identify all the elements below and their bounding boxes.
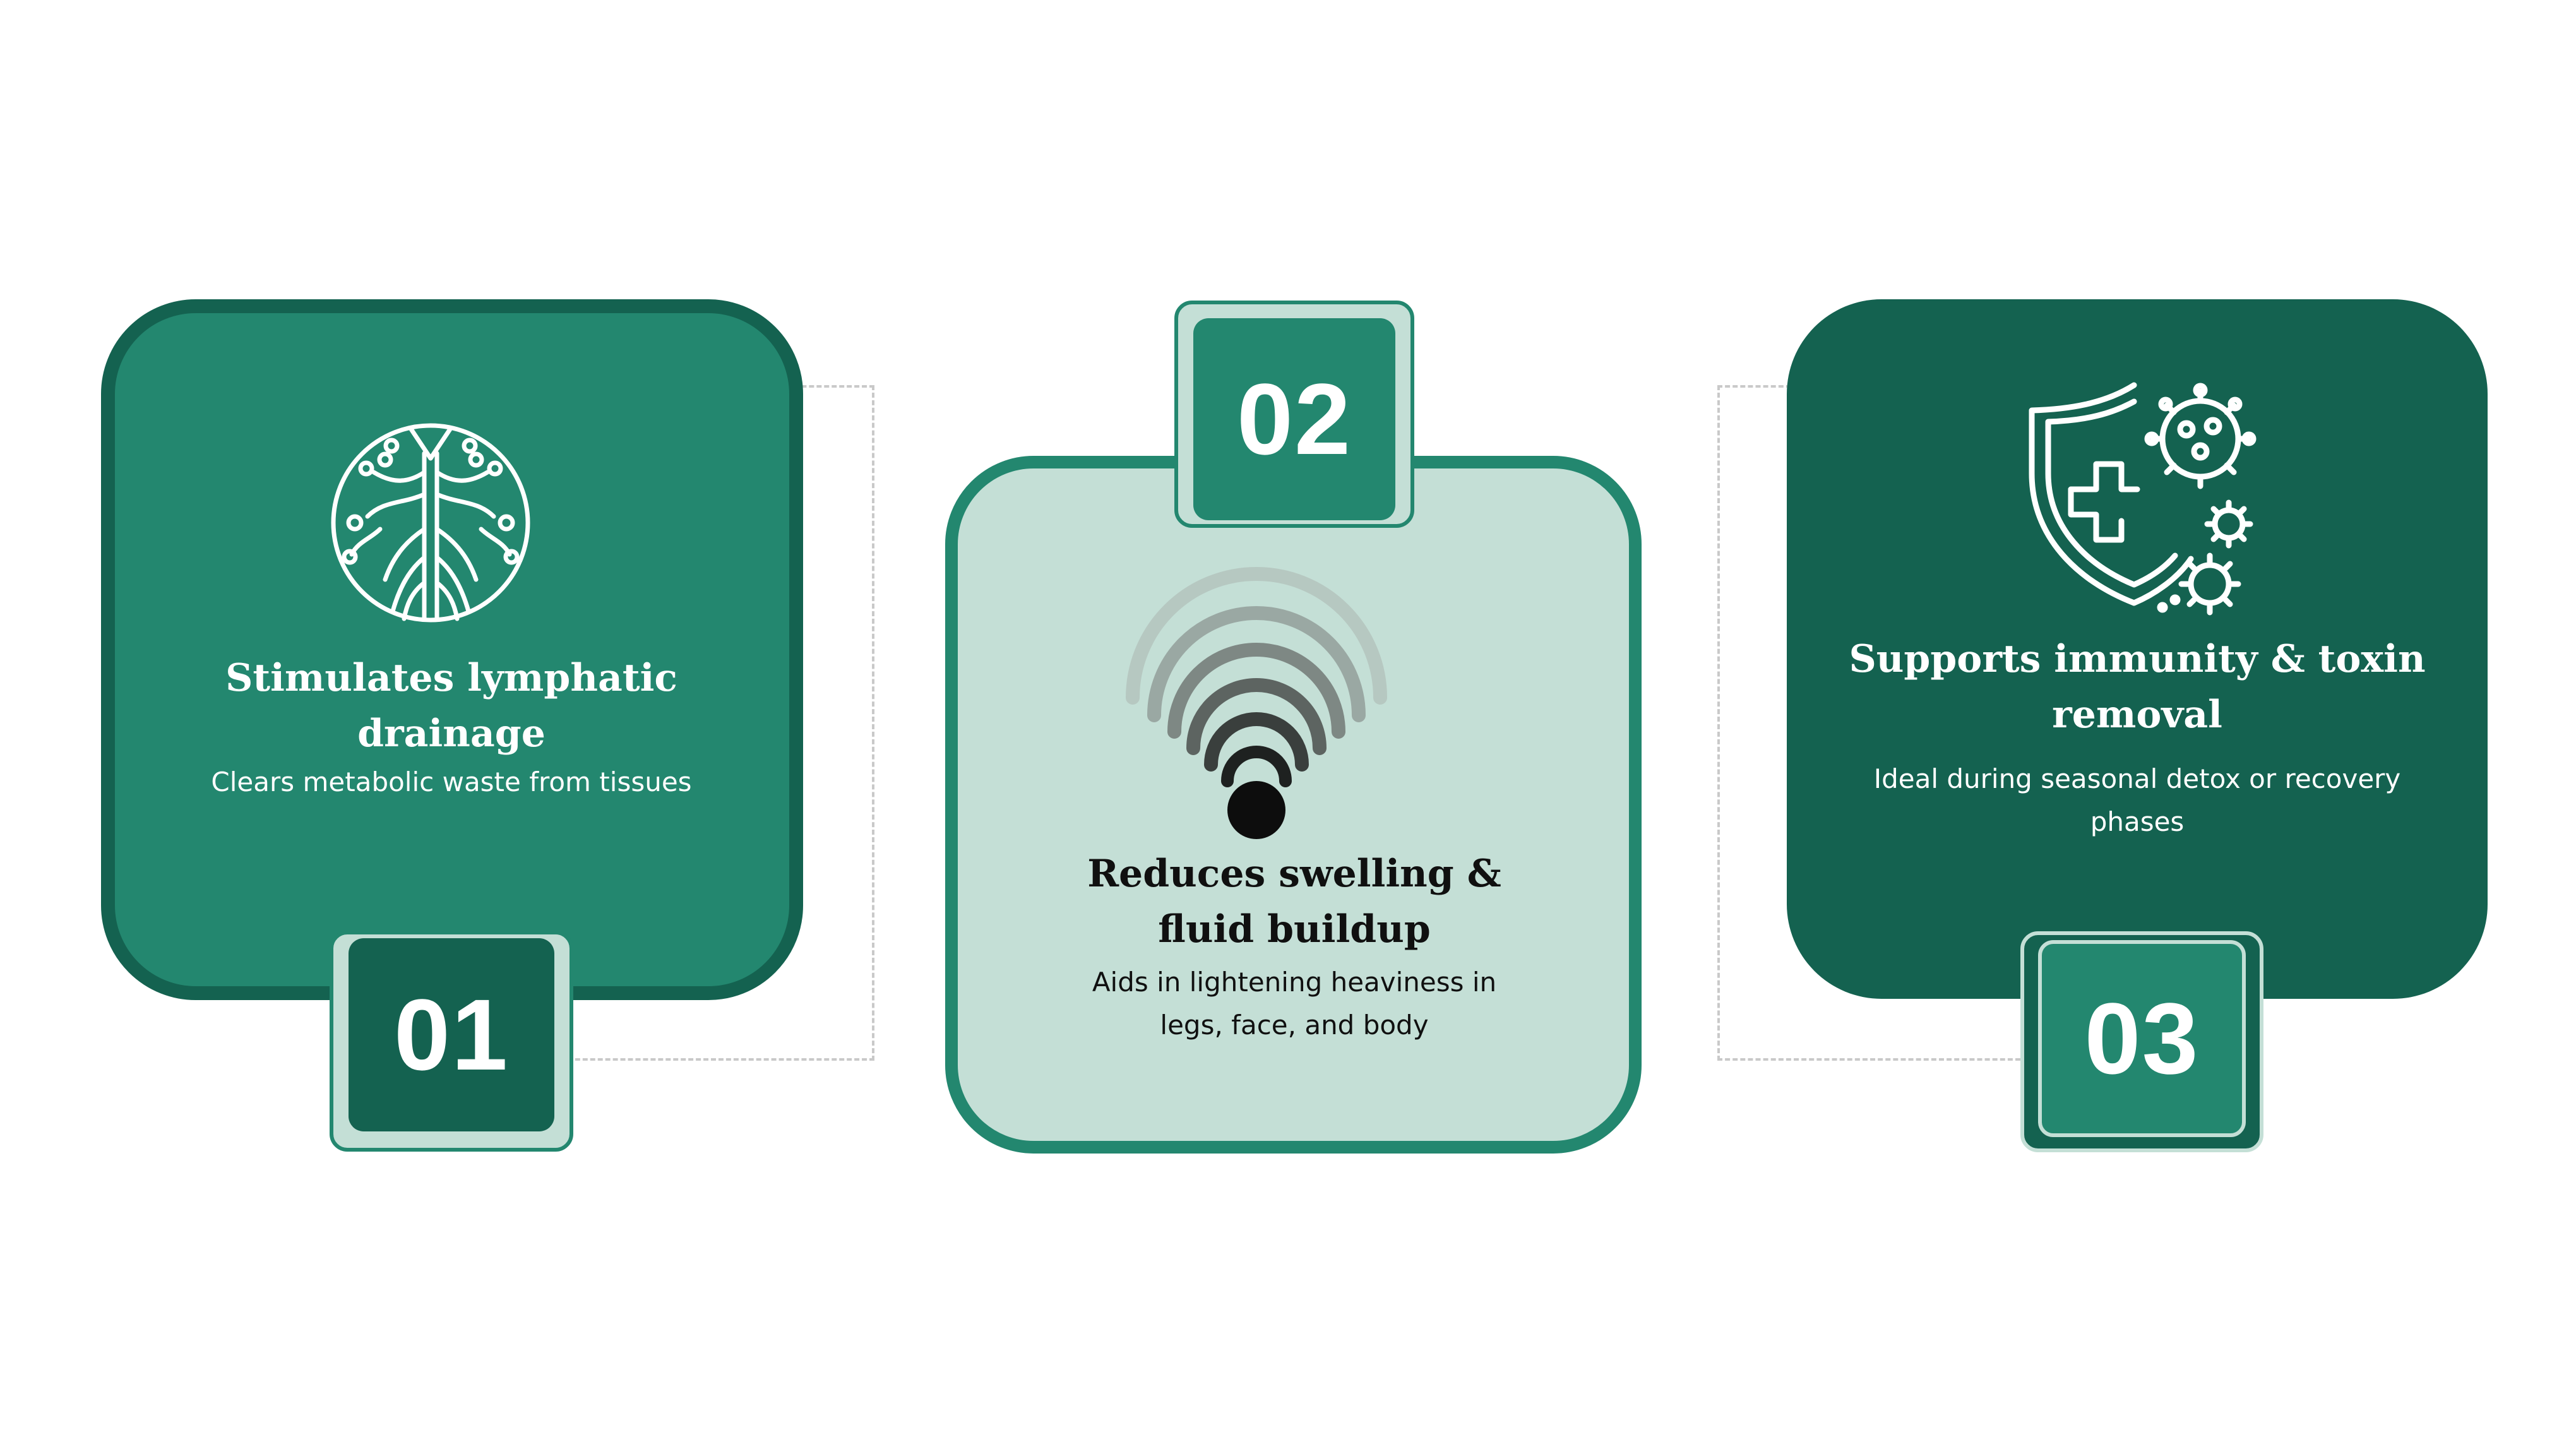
benefit-desc-3-line2: phases <box>2090 806 2185 837</box>
benefit-card-3 <box>1787 299 2488 999</box>
benefit-title-1-line2: drainage <box>357 712 546 756</box>
benefit-title-2: Reduces swelling & fluid buildup <box>960 846 1629 957</box>
benefit-title-3: Supports immunity & toxin removal <box>1806 631 2469 742</box>
benefit-title-1-line1: Stimulates lymphatic <box>225 656 677 700</box>
step-number-3: 03 <box>2038 940 2246 1137</box>
benefit-title-2-line2: fluid buildup <box>1158 907 1431 951</box>
lymphatic-tree-icon <box>331 423 530 623</box>
step-number-1: 01 <box>349 938 554 1131</box>
benefit-desc-3: Ideal during seasonal detox or recovery … <box>1806 758 2469 844</box>
step-badge-1: 01 <box>330 931 573 1152</box>
benefit-title-2-line1: Reduces swelling & <box>1087 852 1501 896</box>
benefit-desc-2-line1: Aids in lightening heaviness in <box>1092 967 1497 998</box>
benefit-title-1: Stimulates lymphatic drainage <box>126 650 777 761</box>
benefit-desc-1-line1: Clears metabolic waste from tissues <box>211 766 692 797</box>
benefit-title-3-line2: removal <box>2052 693 2222 737</box>
step-badge-2: 02 <box>1174 301 1414 528</box>
benefit-card-2 <box>945 456 1642 1154</box>
step-number-2: 02 <box>1193 318 1395 520</box>
signal-waves-icon <box>1126 567 1387 839</box>
benefit-card-1 <box>101 299 803 1000</box>
benefit-title-3-line1: Supports immunity & toxin <box>1849 637 2426 681</box>
benefit-desc-2: Aids in lightening heaviness in legs, fa… <box>960 961 1629 1047</box>
benefit-desc-3-line1: Ideal during seasonal detox or recovery <box>1873 763 2401 794</box>
step-badge-3: 03 <box>2020 931 2263 1152</box>
shield-virus-icon <box>2029 382 2257 616</box>
benefit-desc-2-line2: legs, face, and body <box>1160 1010 1429 1041</box>
benefit-desc-1: Clears metabolic waste from tissues <box>126 761 777 804</box>
